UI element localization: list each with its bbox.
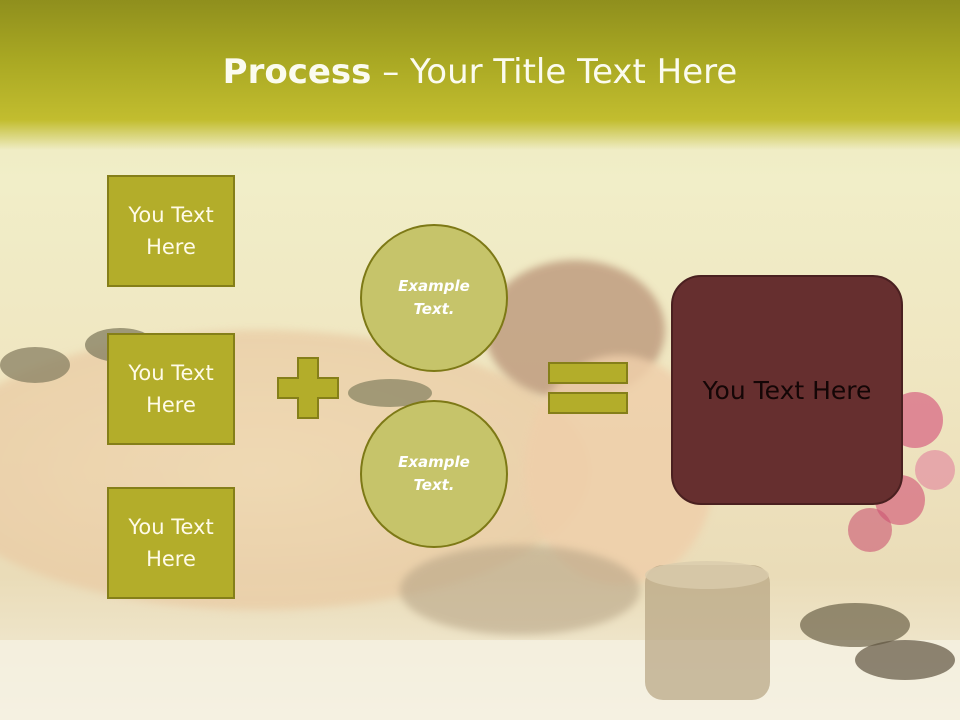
title-rest: Your Title Text Here bbox=[410, 52, 738, 92]
text-box-1-label: You Text Here bbox=[128, 203, 214, 259]
title-dash: – bbox=[371, 52, 411, 92]
example-circle-2[interactable]: Example Text. bbox=[360, 400, 508, 548]
text-box-3-label: You Text Here bbox=[128, 515, 214, 571]
equals-icon bbox=[548, 362, 628, 414]
text-box-2[interactable]: You Text Here bbox=[107, 333, 235, 445]
example-circle-2-label: Example Text. bbox=[398, 453, 470, 494]
text-box-3[interactable]: You Text Here bbox=[107, 487, 235, 599]
title-bold: Process bbox=[222, 52, 372, 92]
example-circle-1[interactable]: Example Text. bbox=[360, 224, 508, 372]
example-circle-1-label: Example Text. bbox=[398, 277, 470, 318]
slide-title: Process – Your Title Text Here bbox=[0, 52, 960, 92]
header-band bbox=[0, 0, 960, 150]
result-box[interactable]: You Text Here bbox=[671, 275, 903, 505]
text-box-1[interactable]: You Text Here bbox=[107, 175, 235, 287]
text-box-2-label: You Text Here bbox=[128, 361, 214, 417]
plus-icon bbox=[277, 357, 339, 419]
result-label: You Text Here bbox=[702, 375, 872, 405]
